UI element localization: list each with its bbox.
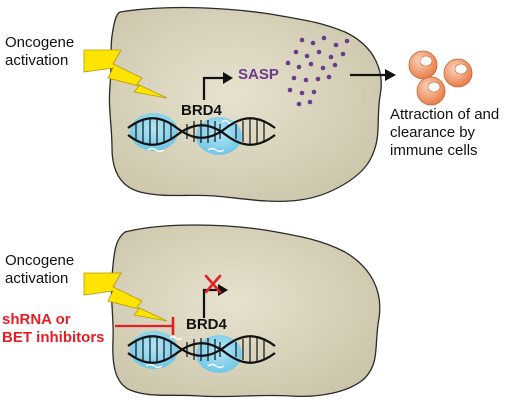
sasp-particles (285, 35, 350, 107)
outcome-label-line3: immune cells (390, 142, 478, 159)
inhibitor-label-line2: BET inhibitors (2, 329, 105, 346)
transcription-arrow-icon (202, 288, 220, 318)
cell-body-bottom (110, 224, 381, 398)
outcome-label-line2: clearance by (390, 124, 476, 141)
immune-cell-icon (408, 50, 438, 80)
red-x-icon (204, 274, 222, 294)
inhibitor-label-line1: shRNA or (2, 311, 71, 328)
histone-tail-icon (147, 147, 165, 153)
outcome-label-line1: Attraction of and (390, 106, 500, 123)
transcription-arrow-icon (202, 76, 225, 100)
brd4-label-bottom: BRD4 (186, 316, 227, 333)
histone-tail-icon (169, 335, 183, 341)
oncogene-label-top-line1: Oncogene (5, 34, 75, 51)
transcription-arrowhead (223, 72, 233, 84)
attraction-arrowhead (385, 69, 396, 81)
histone-tail-icon (145, 363, 163, 369)
oncogene-label-bottom-line2: activation (5, 270, 69, 287)
histone-tail-icon (207, 147, 225, 153)
cell-body-top (108, 6, 382, 202)
dna-rungs (135, 337, 265, 362)
oncogene-label-bottom-line1: Oncogene (5, 252, 75, 269)
immune-cell-icon (416, 76, 446, 106)
lightning-bolt-icon (83, 49, 168, 99)
histone-tail-icon (207, 363, 225, 369)
immune-cell-icon (443, 58, 473, 88)
oncogene-label-top-line2: activation (5, 52, 69, 69)
brd4-label-top: BRD4 (181, 102, 222, 119)
sasp-label: SASP (238, 66, 279, 83)
lightning-bolt-icon (83, 272, 168, 322)
dna-rungs (135, 119, 265, 144)
